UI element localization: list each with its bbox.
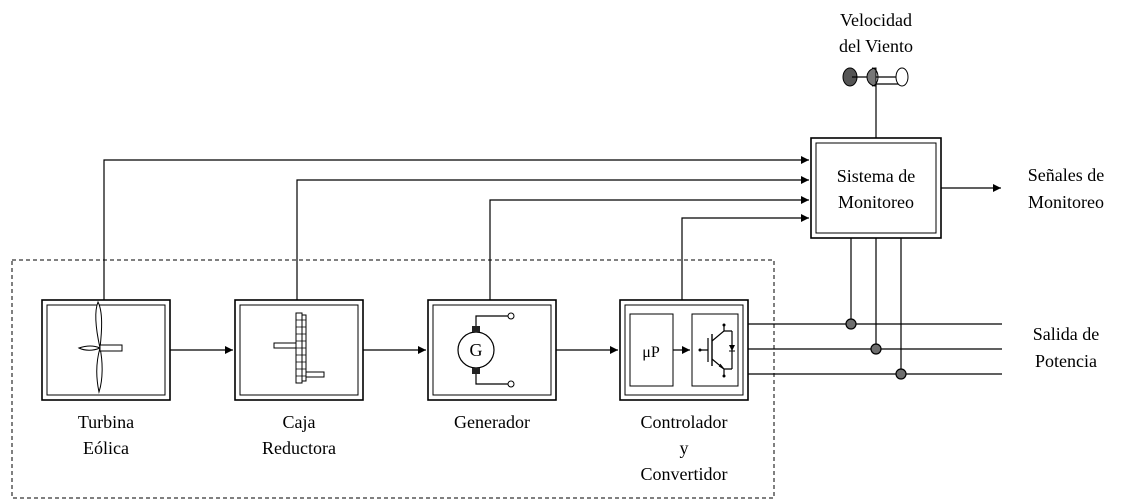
power-output-label-line1: Salida de (1033, 324, 1099, 344)
microprocessor-icon: μP (629, 313, 674, 387)
wind-speed-label-line1: Velocidad (840, 10, 912, 30)
sensor-line-gearbox (296, 176, 809, 300)
wind-turbine-icon (77, 300, 123, 394)
sensor-line-turbine (103, 156, 809, 300)
sensor-line-controller (681, 214, 809, 300)
turbine-label-line2: Eólica (83, 438, 129, 458)
anemometer-icon (842, 67, 909, 87)
dc-generator-icon: G (457, 312, 515, 388)
turbine-block (41, 299, 171, 401)
signals-label-line2: Monitoreo (1028, 192, 1104, 212)
gearbox-label-line1: Caja (283, 412, 316, 432)
microprocessor-label: μP (642, 344, 660, 361)
wind-speed-label-line2: del Viento (839, 36, 913, 56)
controller-label-line3: Convertidor (641, 464, 728, 484)
power-output-label-line2: Potencia (1035, 351, 1097, 371)
junction-node (895, 368, 907, 380)
gear-train-icon (273, 312, 325, 384)
turbine-label-line1: Turbina (78, 412, 134, 432)
junction-node (870, 343, 882, 355)
controller-label-line1: Controlador (641, 412, 728, 432)
generator-label: Generador (454, 412, 530, 432)
generator-block: G (427, 299, 557, 401)
monitoring-label-line1: Sistema de (837, 166, 916, 186)
junction-node (845, 318, 857, 330)
controller-block: μP (619, 299, 749, 401)
turbine-system-boundary (11, 259, 775, 499)
monitoring-system-block: Sistema de Monitoreo (810, 137, 942, 239)
sensor-line-generator (489, 196, 809, 300)
controller-label-line2: y (680, 438, 689, 458)
signals-label-line1: Señales de (1028, 165, 1104, 185)
generator-symbol: G (470, 340, 483, 360)
monitoring-label-line2: Monitoreo (838, 192, 914, 212)
igbt-transistor-icon (691, 313, 739, 387)
gearbox-block (234, 299, 364, 401)
gearbox-label-line2: Reductora (262, 438, 336, 458)
